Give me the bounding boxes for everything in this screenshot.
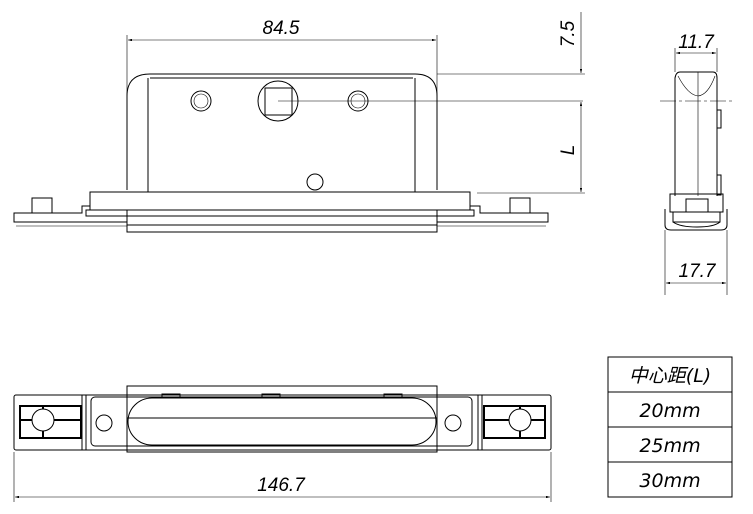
table-cell: 20mm (639, 400, 700, 422)
dimension-label: 84.5 (263, 18, 300, 39)
dimension-label: 7.5 (558, 20, 579, 47)
dimension-label: 11.7 (678, 32, 715, 53)
center-distance-table: 中心距(L) 20mm 25mm 30mm (607, 356, 733, 498)
dimension-label: L (558, 145, 579, 156)
table-cell: 25mm (639, 435, 700, 457)
front-view (13, 73, 583, 233)
dimension-overall-length: 146.7 (13, 452, 552, 502)
dimension-label: 146.7 (257, 475, 306, 496)
bottom-view (13, 385, 552, 453)
dimension-side-base: 17.7 (664, 230, 728, 295)
dimension-side-top: 11.7 (674, 32, 718, 72)
dimension-offset-top: 7.5 (437, 12, 585, 75)
dimension-center-distance: L (477, 102, 585, 194)
table-cell: 30mm (639, 470, 700, 492)
dimension-label: 17.7 (679, 261, 717, 282)
end-block-right (483, 405, 546, 439)
table-header: 中心距(L) (629, 365, 711, 387)
dimension-width-top: 84.5 (126, 18, 438, 100)
end-block-left (19, 405, 82, 439)
mounting-hole (190, 90, 212, 112)
side-view (660, 71, 735, 231)
